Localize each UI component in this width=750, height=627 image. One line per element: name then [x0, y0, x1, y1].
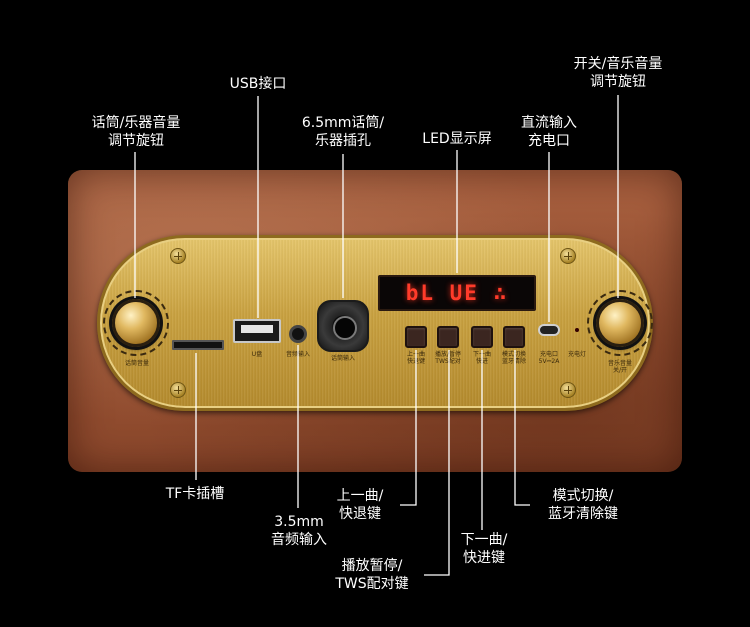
callout-mode: 模式切换/蓝牙清除键	[548, 488, 618, 522]
usb-port-label: U盘	[251, 351, 263, 358]
mic-knob-label: 话筒音量	[124, 360, 149, 367]
screw-icon	[560, 248, 576, 264]
next-track-button[interactable]	[471, 326, 493, 348]
charge-indicator-label: 充电灯	[567, 351, 586, 358]
callout-mic-knob: 话筒/乐器音量调节旋钮	[91, 115, 181, 149]
mode-button[interactable]	[503, 326, 525, 348]
callout-prev: 上一曲/快退键	[336, 488, 384, 522]
screw-icon	[560, 382, 576, 398]
leader-line-mode	[514, 350, 530, 506]
leader-line-play	[424, 350, 450, 576]
tf-card-slot[interactable]	[172, 340, 224, 350]
callout-usb: USB接口	[229, 76, 287, 92]
mic-knob-scale	[103, 290, 169, 356]
power-volume-knob[interactable]	[596, 299, 644, 347]
prev-track-button[interactable]	[405, 326, 427, 348]
usb-port[interactable]	[233, 319, 281, 343]
mic-jack-label: 话筒输入	[330, 355, 355, 362]
screw-icon	[170, 382, 186, 398]
screw-icon	[170, 248, 186, 264]
power-knob-label: 音乐音量关/开	[607, 360, 632, 374]
callout-play: 播放暂停/TWS配对键	[335, 558, 409, 592]
mic-jack-6-5mm[interactable]	[317, 300, 369, 352]
callout-jack65: 6.5mm话筒/乐器插孔	[301, 115, 385, 149]
mic-volume-knob[interactable]	[112, 299, 160, 347]
callout-power-knob: 开关/音乐音量调节旋钮	[573, 56, 663, 90]
callout-next: 下一曲/快进键	[460, 532, 508, 566]
callout-dc-in: 直流输入充电口	[521, 115, 577, 149]
charge-indicator-icon	[575, 328, 579, 332]
leader-line-prev	[400, 350, 417, 506]
power-knob-scale	[587, 290, 653, 356]
led-display: bL UE ∴	[378, 275, 536, 311]
play-pause-button[interactable]	[437, 326, 459, 348]
aux-jack-3-5mm[interactable]	[289, 325, 307, 343]
mode-button-label: 模式切换蓝牙清除	[501, 351, 526, 365]
callout-tf: TF卡插槽	[165, 486, 225, 502]
dc-charging-port[interactable]	[538, 324, 560, 336]
brass-control-panel	[97, 235, 653, 411]
callout-led: LED显示屏	[422, 131, 492, 147]
